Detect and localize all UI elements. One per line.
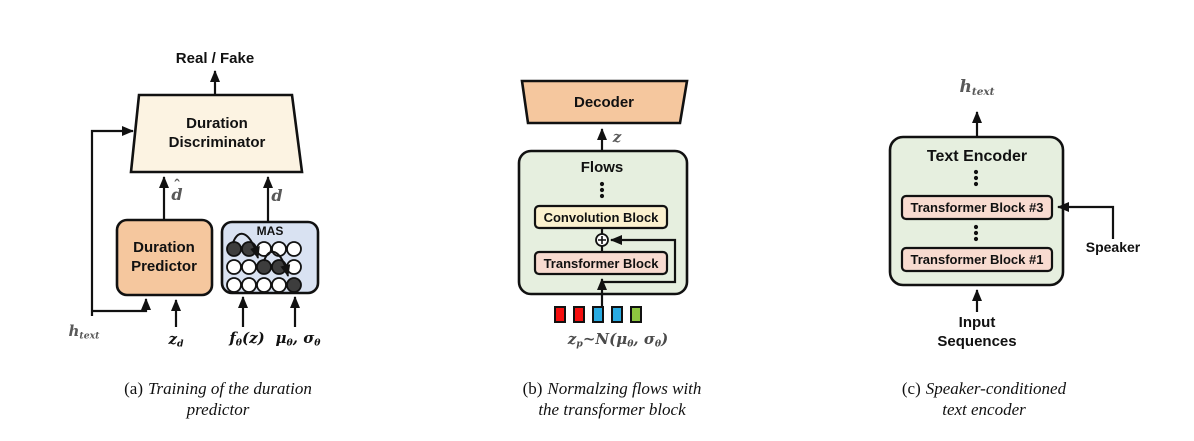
h-text-output-label: htext [959, 77, 995, 98]
transformer-block-1-label: Transformer Block #1 [910, 252, 1044, 267]
mas-path-arc-1 [232, 232, 260, 259]
duration-predictor-label: Duration Predictor [131, 239, 197, 275]
z-d-label: zd [168, 330, 184, 350]
plus-glyph [598, 236, 606, 244]
d-label: d [271, 186, 283, 205]
f-theta-z-label: fθ(z) [229, 329, 265, 349]
flows-label: Flows [580, 159, 624, 176]
mu-sigma-label: μθ, σθ [275, 329, 321, 349]
transformer-block-3-label: Transformer Block #3 [910, 200, 1044, 215]
mas-path-arc-2 [263, 250, 291, 277]
duration-discriminator-trapezoid [129, 93, 304, 174]
text-encoder-label: Text Encoder [926, 148, 1028, 165]
transformer-block-box [533, 250, 669, 276]
speaker-conditioning-line [1057, 202, 1115, 239]
ellipsis-dots [599, 181, 605, 199]
mas-grid [226, 241, 302, 293]
duration-discriminator-label: Duration Discriminator [168, 115, 266, 151]
caption-b: (b)Normalzing flows with the transformer… [522, 379, 702, 419]
mas-label: MAS [256, 224, 284, 238]
mas-box [220, 220, 320, 295]
transformer-block-3-box [900, 194, 1054, 221]
residual-skip-line [602, 235, 677, 284]
decoder-trapezoid [520, 79, 689, 125]
decoder-label: Decoder [573, 94, 635, 111]
transformer-block-label: Transformer Block [543, 256, 659, 271]
ellipsis-dots [973, 224, 979, 242]
caption-a: (a)Training of the duration predictor [124, 379, 312, 419]
z-p-prior-label: zp~N(μθ, σθ) [567, 330, 669, 350]
z-label: z [612, 128, 622, 146]
caption-c: (c)Speaker-conditioned text encoder [901, 379, 1067, 419]
duration-predictor-box [115, 218, 214, 297]
convolution-block-label: Convolution Block [543, 210, 659, 225]
ellipsis-dots [973, 169, 979, 187]
input-sequences-label: Input Sequences [937, 314, 1017, 350]
h-text-label: htext [68, 322, 100, 342]
latent-squares [554, 306, 642, 323]
transformer-block-1-box [900, 246, 1054, 273]
htext-to-predictor-line [92, 298, 151, 313]
speaker-label: Speaker [1085, 239, 1141, 255]
htext-to-discriminator-line [90, 126, 134, 316]
real-fake-label: Real / Fake [175, 50, 255, 67]
